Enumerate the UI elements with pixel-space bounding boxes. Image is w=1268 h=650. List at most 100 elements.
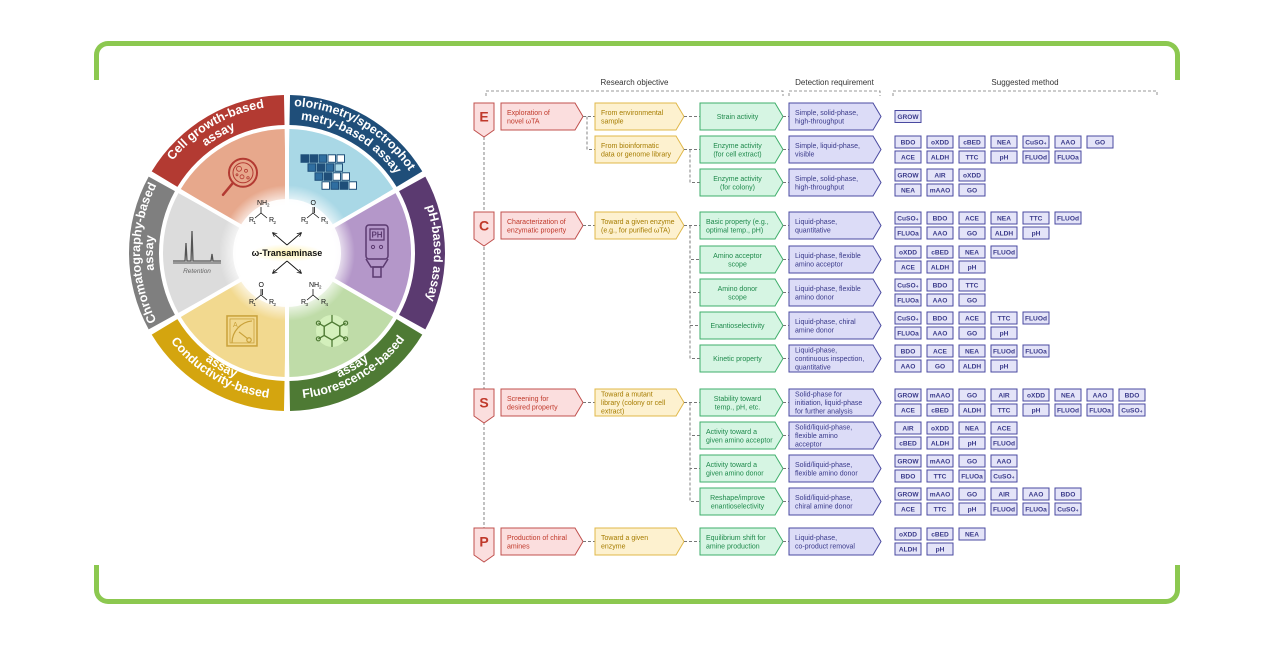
method-chip-label: GROW (897, 459, 919, 466)
r-group-right: R (269, 299, 274, 306)
target-box-text: Basic property (e.g., (706, 219, 769, 226)
method-chip-box (894, 542, 922, 556)
connector (689, 149, 700, 183)
source-box-shape (594, 102, 685, 131)
target-box-shape (699, 245, 784, 274)
method-chip-label: pH (968, 441, 977, 448)
method-chip-label: FLUOa (897, 298, 919, 305)
target-box-text: Activity toward a (706, 462, 757, 469)
objective-box-text: Exploration of (507, 110, 550, 117)
section-marker-s: S (473, 388, 495, 424)
method-chip-box (926, 135, 954, 149)
color-grid-cell (332, 172, 341, 181)
requirement-box: Solid/liquid-phase,flexible amino donor (788, 454, 882, 483)
method-chip-label: FLUOa (897, 331, 919, 338)
method-chip-label: cBED (931, 408, 949, 415)
target-box: Kinetic property (699, 344, 784, 373)
color-grid-cell (321, 181, 330, 190)
method-chip-label: FLUOd (993, 250, 1015, 257)
requirement-box-shape (788, 168, 882, 197)
method-chip-label: mAAO (930, 188, 951, 195)
method-chip-label: ALDH (963, 364, 982, 371)
method-chip-box (1054, 487, 1082, 501)
method-chip-box (990, 403, 1018, 417)
requirement-box-shape (788, 421, 882, 450)
r-group-right-index: 2 (274, 220, 277, 225)
target-box-text: (for colony) (720, 184, 755, 191)
method-chip: pH (926, 542, 954, 556)
method-chip-label: AAO (1061, 140, 1076, 147)
atom (315, 336, 321, 342)
method-chip-label: BDO (1061, 492, 1076, 499)
method-chip-label: FLUOa (1089, 408, 1111, 415)
method-chip-label: AAO (1093, 393, 1108, 400)
color-grid-cell (316, 163, 325, 172)
method-chip-label: mAAO (930, 393, 951, 400)
method-chip-label: oXDD (931, 140, 949, 147)
method-chip: FLUOa (958, 469, 986, 483)
method-chip-box (894, 311, 922, 325)
method-chip-label: CuSO₄ (897, 283, 918, 290)
r-group-right-index: 2 (274, 302, 277, 307)
method-chip-label: NEA (965, 349, 979, 356)
method-chip: FLUOa (1022, 502, 1050, 516)
method-chip: ACE (894, 502, 922, 516)
atom (343, 336, 349, 342)
method-chip: TTC (990, 403, 1018, 417)
requirement-box-text: flexible amino (795, 433, 838, 440)
method-chip: AAO (926, 293, 954, 307)
wheel-band-segment (399, 176, 445, 330)
method-chip-label: AAO (933, 231, 948, 238)
method-chip: ALDH (958, 403, 986, 417)
method-chip-label: FLUOd (993, 507, 1015, 514)
amine-group: NH (257, 200, 267, 207)
method-chip: GO (926, 359, 954, 373)
method-chip-box (990, 135, 1018, 149)
target-box-text: scope (728, 261, 747, 268)
ph-meter-screen-text: PH (371, 231, 382, 240)
method-chip-label: AIR (902, 426, 914, 433)
method-chip: ALDH (926, 150, 954, 164)
requirement-box-text: quantitative (795, 227, 831, 234)
ph-meter-icon: PH (365, 224, 389, 278)
method-chip: GO (958, 487, 986, 501)
r-group-right-index: 4 (326, 220, 329, 225)
target-box-shape (699, 135, 784, 164)
method-chip-label: ACE (901, 265, 916, 272)
target-box-text: enantioselectivity (711, 503, 765, 510)
method-chip-label: BDO (933, 316, 948, 323)
ammeter-icon: A (226, 315, 258, 347)
r-group-right-index: 4 (326, 302, 329, 307)
method-chip: TTC (990, 311, 1018, 325)
target-box-shape (699, 102, 784, 131)
method-chip: AIR (926, 168, 954, 182)
color-grid-cell (307, 163, 316, 172)
method-chip-box (1086, 403, 1114, 417)
requirement-box-text: high-throughput (795, 118, 844, 125)
method-chip-box (926, 211, 954, 225)
method-chip: FLUOa (894, 293, 922, 307)
requirement-box-text: co-product removal (795, 543, 855, 550)
source-box-text: enzyme (601, 543, 626, 550)
r-group-left: R (301, 217, 306, 224)
source-box-text: Toward a given enzyme (601, 219, 675, 226)
method-chip-box (1022, 150, 1050, 164)
method-chip-box (958, 260, 986, 274)
method-chip: ACE (894, 403, 922, 417)
target-box-text: Reshape/improve (710, 495, 765, 502)
ammeter-pivot (246, 337, 252, 343)
method-chip-box (958, 326, 986, 340)
method-chip-label: TTC (966, 155, 979, 162)
requirement-box-text: Simple, solid-phase, (795, 176, 858, 183)
method-chip: CuSO₄ (1118, 403, 1146, 417)
method-chip-box (894, 527, 922, 541)
target-box: Strain activity (699, 102, 784, 131)
method-chip: CuSO₄ (990, 469, 1018, 483)
method-chip-label: CuSO₄ (897, 216, 918, 223)
method-chip-box (926, 344, 954, 358)
method-chip: GROW (894, 388, 922, 402)
method-chip: CuSO₄ (894, 278, 922, 292)
